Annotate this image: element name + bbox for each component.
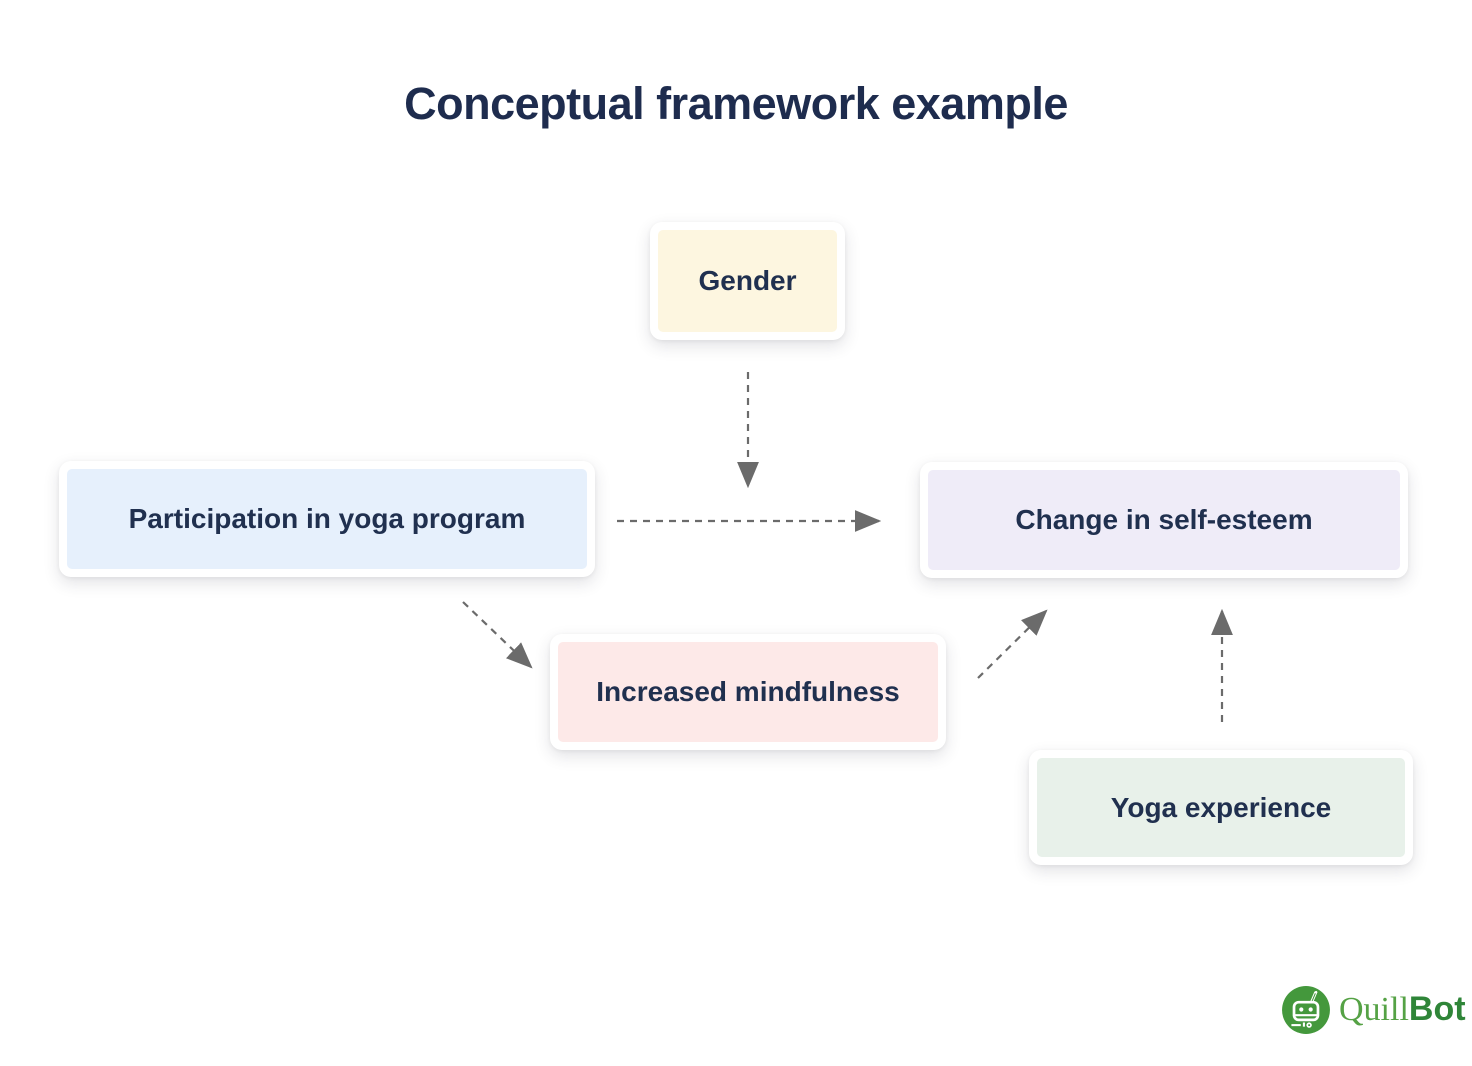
arrow-mindfulness-to-self-esteem xyxy=(977,609,1048,679)
quillbot-logo: QuillBot xyxy=(1281,984,1466,1035)
quillbot-robot-icon xyxy=(1282,985,1330,1034)
node-participation-label: Participation in yoga program xyxy=(128,503,526,534)
node-gender: Gender xyxy=(650,222,845,340)
page-title: Conceptual framework example xyxy=(404,78,1068,129)
node-yoga-experience: Yoga experience xyxy=(1029,750,1413,865)
quillbot-wordmark: QuillBot xyxy=(1339,984,1466,1035)
node-participation-fill: Participation in yoga program xyxy=(67,469,587,569)
node-yoga-label: Yoga experience xyxy=(1110,791,1332,823)
node-self-esteem-fill: Change in self-esteem xyxy=(928,470,1400,570)
node-increased-mindfulness: Increased mindfulness xyxy=(550,634,946,750)
node-gender-fill: Gender xyxy=(658,230,837,332)
brand-quill-text: Quill xyxy=(1339,991,1409,1028)
node-self-esteem-label: Change in self-esteem xyxy=(1015,504,1313,535)
node-gender-label: Gender xyxy=(698,265,797,296)
node-yoga-fill: Yoga experience xyxy=(1037,758,1405,857)
node-participation-in-yoga-program: Participation in yoga program xyxy=(59,461,595,577)
node-mindfulness-fill: Increased mindfulness xyxy=(558,642,938,742)
node-change-in-self-esteem: Change in self-esteem xyxy=(920,462,1408,578)
brand-bot-text: Bot xyxy=(1408,990,1466,1028)
arrow-participation-to-mindfulness xyxy=(462,601,533,669)
node-mindfulness-label: Increased mindfulness xyxy=(596,676,900,707)
